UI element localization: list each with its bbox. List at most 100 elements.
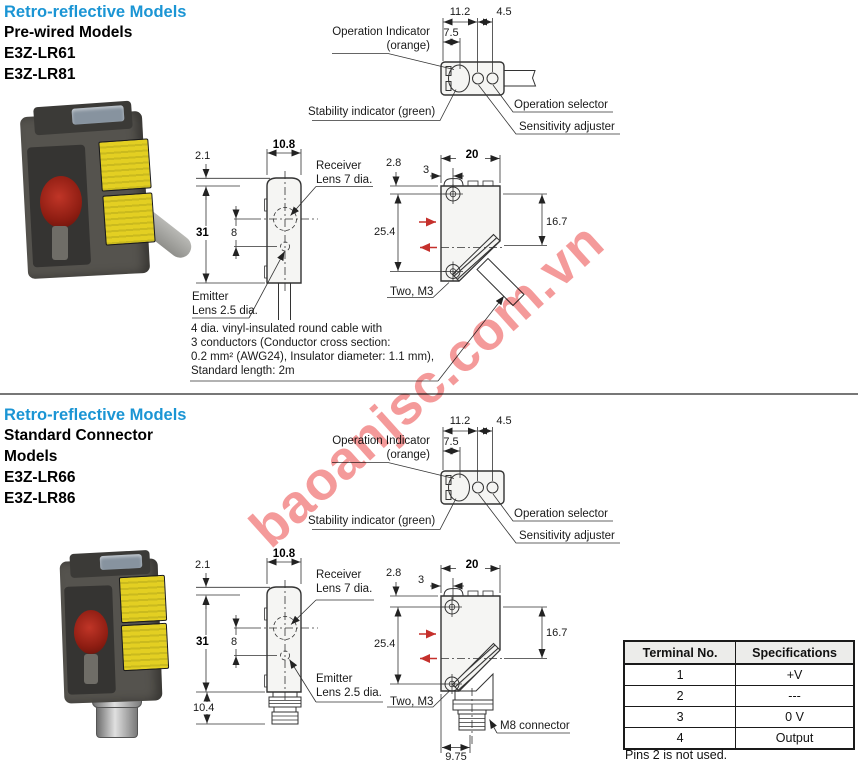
section2-model-1: E3Z-LR66 — [4, 469, 76, 486]
section2-model-2: E3Z-LR86 — [4, 490, 76, 507]
label-operation-indicator: Operation Indicator — [332, 26, 430, 38]
dim-20: 20 — [465, 149, 479, 161]
s1-side-view — [190, 155, 547, 382]
section2-heading: Retro-reflective Models — [4, 406, 187, 424]
label-receiver: Receiver — [316, 160, 362, 172]
dim-8: 8 — [231, 636, 238, 648]
photo-adjuster-tab — [52, 226, 68, 260]
operation-selector-shape — [486, 72, 499, 85]
label-two-m3: Two, M3 — [390, 286, 434, 298]
dim-7-5: 7.5 — [443, 436, 459, 448]
cable-exit — [476, 257, 525, 307]
label-operation-selector: Operation selector — [514, 508, 608, 520]
dim-4-5: 4.5 — [496, 6, 512, 18]
cable-note-line-4: Standard length: 2m — [191, 365, 295, 377]
section1-model-2: E3Z-LR81 — [4, 66, 76, 83]
table-header-specifications: Specifications — [735, 640, 855, 665]
label-receiver-lens: Lens 7 dia. — [316, 174, 373, 186]
table-row: 2 --- — [623, 685, 855, 707]
table-footnote: Pins 2 is not used. — [625, 748, 728, 762]
label-emitter: Emitter — [316, 673, 353, 685]
dim-31: 31 — [196, 636, 209, 648]
s1-front-view — [192, 149, 373, 320]
section1-model-1: E3Z-LR61 — [4, 45, 76, 62]
label-emitter: Emitter — [192, 291, 229, 303]
dim-16-7: 16.7 — [546, 216, 568, 228]
terminal-no-cell: 3 — [623, 706, 737, 728]
label-receiver: Receiver — [316, 569, 362, 581]
chamfer-hatch — [451, 642, 501, 692]
photo-lens — [74, 610, 108, 654]
sensitivity-adjuster-shape — [472, 72, 484, 85]
label-operation-indicator-color: (orange) — [386, 449, 430, 461]
label-m8-connector: M8 connector — [500, 720, 570, 732]
section2-subheading-2: Models — [4, 448, 58, 465]
table-header-terminal: Terminal No. — [623, 640, 737, 665]
section1-subheading: Pre-wired Models — [4, 24, 133, 41]
dim-31: 31 — [196, 227, 209, 239]
chamfer-hatch — [451, 233, 501, 282]
label-operation-selector: Operation selector — [514, 99, 608, 111]
terminal-no-cell: 2 — [623, 685, 737, 707]
s1-top-view — [312, 18, 620, 135]
dim-16-7: 16.7 — [546, 627, 568, 639]
receiver-lens-shape — [273, 207, 297, 231]
photo-adjuster-tab — [84, 654, 98, 684]
dim-9-75: 9.75 — [445, 751, 467, 763]
dim-2-1: 2.1 — [195, 150, 211, 162]
receiver-lens-shape — [273, 616, 297, 640]
dim-25-4: 25.4 — [374, 638, 396, 650]
cable-note-line-3: 0.2 mm² (AWG24), Insulator diameter: 1.1… — [191, 351, 435, 363]
section2-subheading-1: Standard Connector — [4, 427, 153, 444]
dim-2-1: 2.1 — [195, 559, 211, 571]
dim-11-2: 11.2 — [449, 6, 471, 18]
dim-25-4: 25.4 — [374, 226, 396, 238]
label-emitter-lens: Lens 2.5 dia. — [316, 687, 382, 699]
dim-10-8: 10.8 — [272, 548, 296, 560]
dim-20: 20 — [465, 559, 479, 571]
s2-front-view — [196, 558, 383, 725]
m8-connector-side — [452, 672, 494, 744]
dim-11-2: 11.2 — [449, 415, 471, 427]
label-sensitivity-adjuster: Sensitivity adjuster — [519, 121, 615, 133]
cable-note-line-1: 4 dia. vinyl-insulated round cable with — [191, 323, 383, 335]
label-operation-indicator: Operation Indicator — [332, 435, 430, 447]
m8-connector-front — [268, 691, 302, 725]
label-sensitivity-adjuster: Sensitivity adjuster — [519, 530, 615, 542]
dim-8: 8 — [231, 227, 238, 239]
dim-2-8: 2.8 — [386, 567, 402, 579]
cable-note-line-2: 3 conductors (Conductor cross section: — [191, 337, 391, 349]
dim-10-4: 10.4 — [193, 702, 215, 714]
specification-cell: --- — [735, 685, 855, 707]
label-two-m3: Two, M3 — [390, 696, 434, 708]
terminal-no-cell: 4 — [623, 727, 737, 750]
cable-stub — [278, 283, 291, 320]
operation-indicator-shape — [448, 473, 470, 502]
emitter-lens-shape — [280, 241, 290, 252]
specification-cell: +V — [735, 663, 855, 686]
label-receiver-lens: Lens 7 dia. — [316, 583, 373, 595]
table-row: 1 +V — [623, 663, 855, 686]
dim-7-5: 7.5 — [443, 27, 459, 39]
s2-side-view — [387, 565, 570, 753]
dim-3: 3 — [423, 164, 430, 176]
section1-heading: Retro-reflective Models — [4, 3, 187, 21]
terminal-no-cell: 1 — [623, 663, 737, 686]
table-row: 3 0 V — [623, 706, 855, 728]
specification-cell: Output — [735, 727, 855, 750]
photo-lens — [40, 176, 82, 228]
table-row: 4 Output — [623, 727, 855, 750]
label-stability-indicator: Stability indicator (green) — [308, 515, 436, 527]
label-operation-indicator-color: (orange) — [386, 40, 430, 52]
label-stability-indicator: Stability indicator (green) — [308, 106, 436, 118]
product-photo-connector — [50, 548, 170, 743]
dim-10-8: 10.8 — [272, 139, 296, 151]
sensitivity-adjuster-shape — [472, 481, 484, 494]
specification-cell: 0 V — [735, 706, 855, 728]
dim-3: 3 — [418, 574, 425, 586]
operation-indicator-shape — [448, 64, 470, 93]
product-photo-prewired — [12, 98, 196, 293]
operation-selector-shape — [486, 481, 499, 494]
